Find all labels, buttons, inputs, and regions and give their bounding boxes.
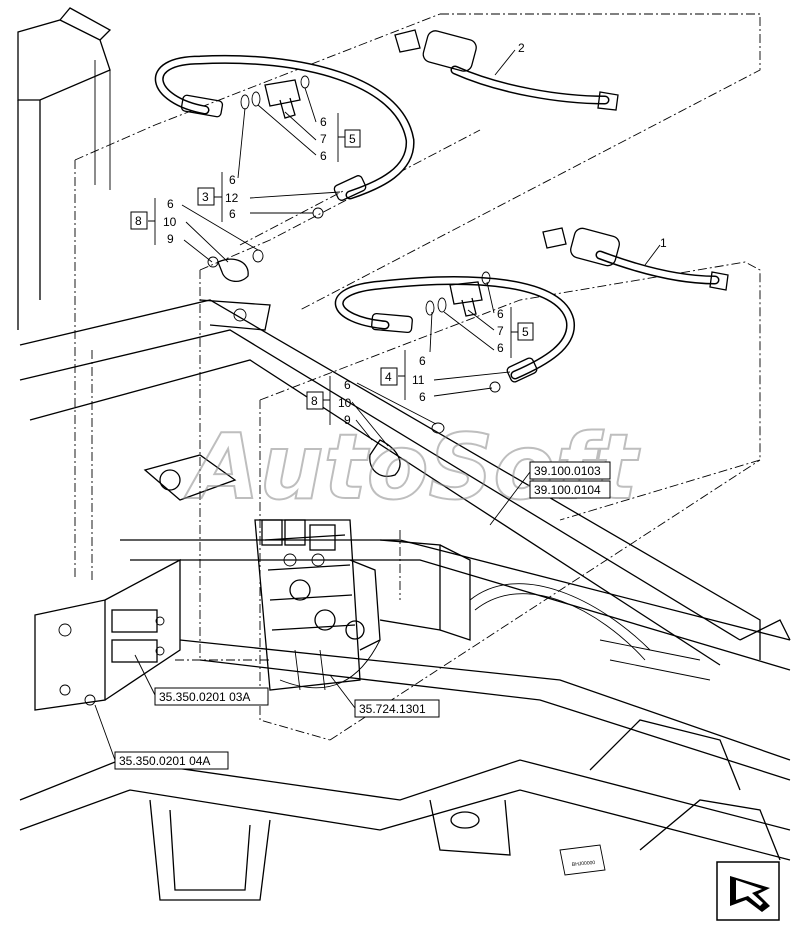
hose-1-callout: 1: [644, 236, 667, 266]
upper-group-8: 8 6 10 9: [130, 197, 259, 263]
drawing-code: BHJ00000: [572, 860, 596, 868]
reference-link-text[interactable]: 39.100.0103: [534, 464, 601, 478]
callout-12: 12: [225, 191, 239, 205]
callout-10: 10: [338, 396, 352, 410]
reference-link-text[interactable]: 35.350.0201 03A: [159, 690, 250, 704]
group-8-box: 8: [311, 394, 318, 408]
callout-6: 6: [229, 207, 236, 221]
callout-6: 6: [320, 149, 327, 163]
callout-7: 7: [497, 324, 504, 338]
reference-35-350-0201-04A[interactable]: 35.350.0201 04A: [94, 704, 229, 770]
reference-link-text[interactable]: 35.350.0201 04A: [119, 754, 210, 768]
upper-group-3: 3 6 12 6: [197, 107, 341, 222]
callout-10: 10: [163, 215, 177, 229]
assembly-lines: [74, 13, 761, 741]
callout-6: 6: [419, 390, 426, 404]
reference-35-724-1301[interactable]: 35.724.1301: [329, 674, 440, 718]
callout-6: 6: [497, 341, 504, 355]
machine-frame: [17, 7, 791, 901]
callout-9: 9: [167, 232, 174, 246]
hose-1-number: 1: [660, 236, 667, 250]
group-3-box: 3: [202, 190, 209, 204]
callout-7: 7: [320, 132, 327, 146]
callout-9: 9: [344, 413, 351, 427]
group-4-box: 4: [385, 370, 392, 384]
upper-group-5: 6 7 6 5: [257, 87, 361, 163]
upper-hose-assembly: [154, 29, 619, 282]
next-page-arrow-icon[interactable]: [716, 861, 780, 921]
group-5-box: 5: [349, 132, 356, 146]
lower-hose-assembly: [334, 227, 729, 434]
elbow-fitting: [369, 439, 401, 477]
reference-39-100-0104[interactable]: 39.100.0104: [529, 480, 611, 499]
callout-11: 11: [412, 373, 425, 387]
reference-35-350-0201-03A[interactable]: 35.350.0201 03A: [134, 654, 269, 706]
hose-2-number: 2: [518, 41, 525, 55]
lower-group-5: 6 7 6 5: [443, 281, 534, 358]
lower-group-8: 8 6 10 9: [306, 376, 437, 447]
callout-6: 6: [344, 378, 351, 392]
callout-6: 6: [167, 197, 174, 211]
control-valve-assembly: [254, 439, 401, 691]
reference-link-text[interactable]: 35.724.1301: [359, 702, 426, 716]
callout-6: 6: [419, 354, 426, 368]
group-8-box: 8: [135, 214, 142, 228]
callout-6: 6: [229, 173, 236, 187]
reference-link-text[interactable]: 39.100.0104: [534, 483, 601, 497]
hose-2-callout: 2: [494, 41, 525, 76]
callout-6: 6: [320, 115, 327, 129]
reference-39-100-0103[interactable]: 39.100.0103: [489, 461, 611, 526]
callout-6: 6: [497, 307, 504, 321]
lower-group-4: 4 6 11 6: [380, 311, 511, 404]
group-5-box: 5: [522, 325, 529, 339]
